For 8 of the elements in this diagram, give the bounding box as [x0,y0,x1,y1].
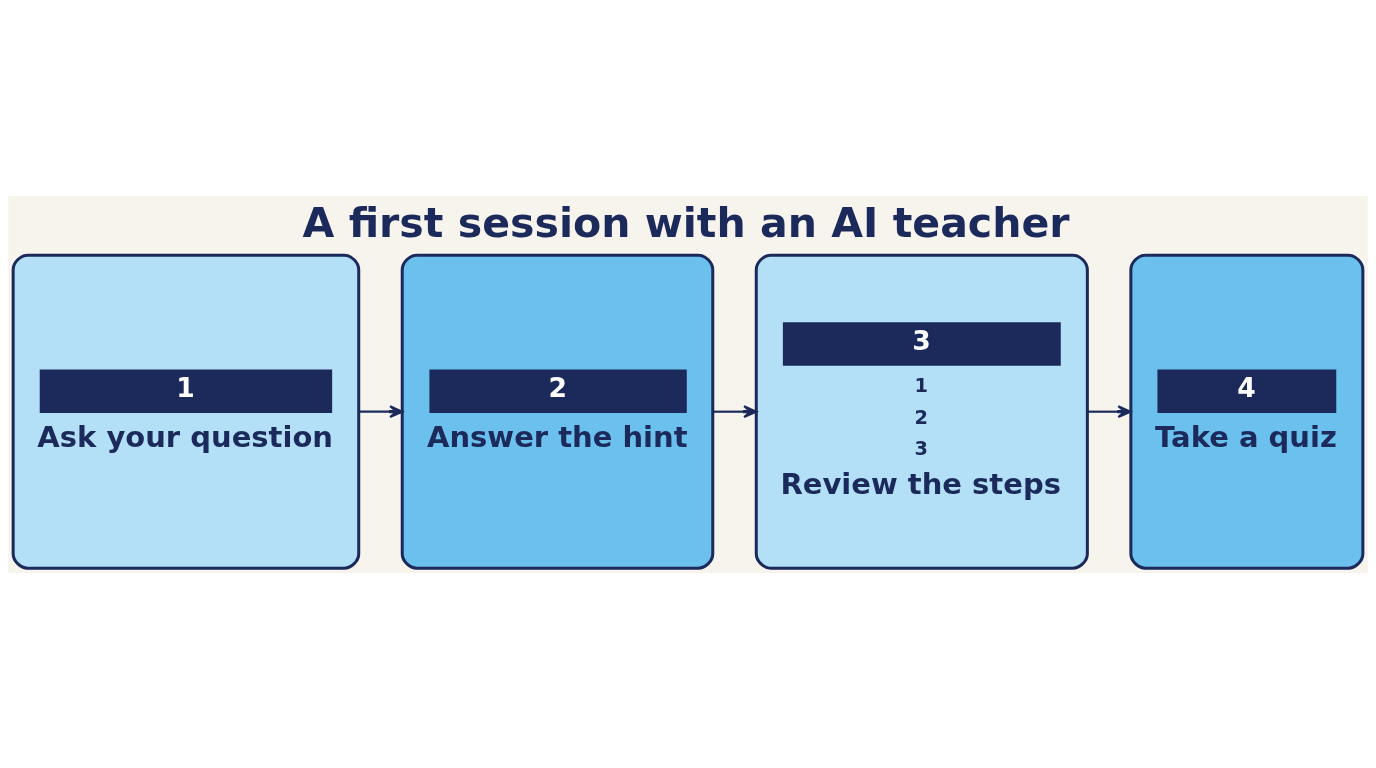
node-box: 1 Ask your question [11,253,361,570]
arrow [713,404,758,418]
node-box: 3 1 2 3 Review the steps [754,253,1089,570]
node-box: 4 Take a quiz [1129,253,1365,570]
node-box: 2 Answer the hint [400,253,715,570]
arrow [358,404,404,418]
arrow [1087,404,1132,418]
diagram-title: A first session with an AI teacher [302,198,1070,247]
